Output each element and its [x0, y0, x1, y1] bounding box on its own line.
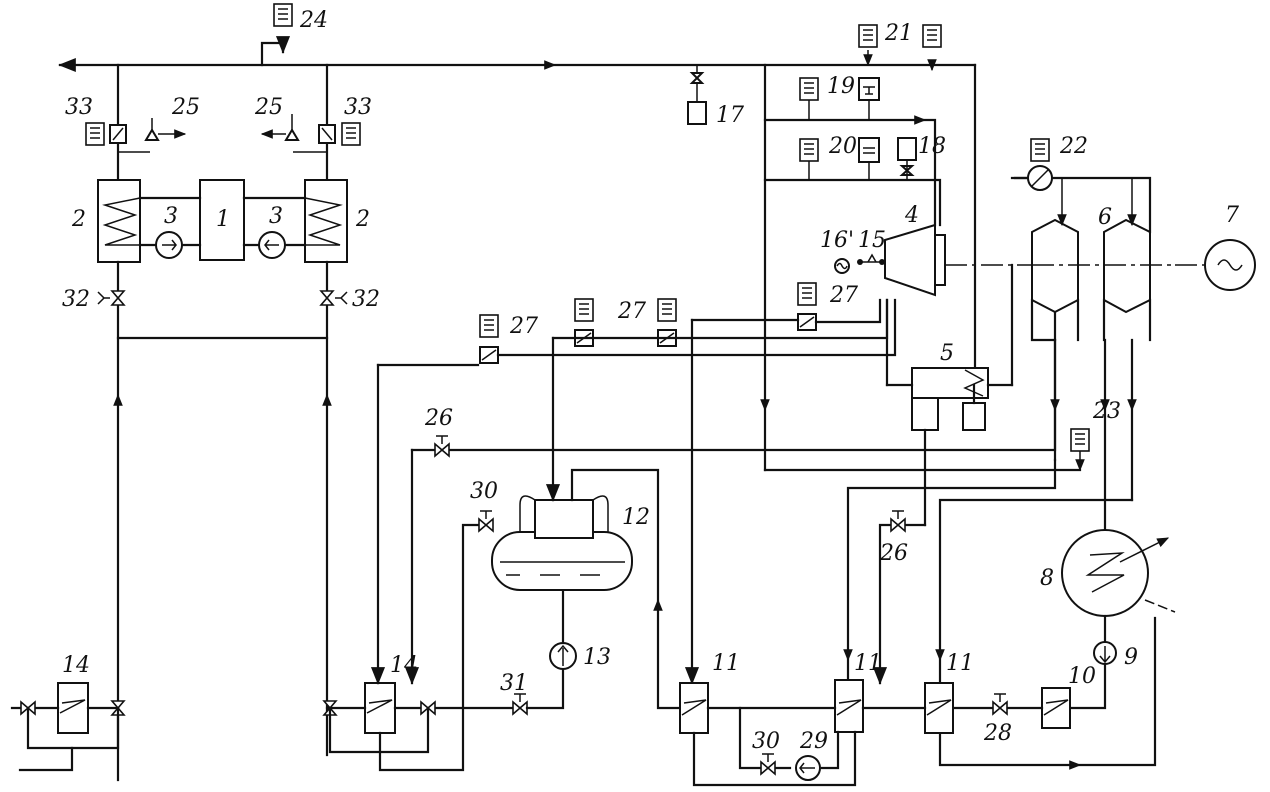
label-4: 4	[904, 203, 919, 228]
heater-10	[1041, 687, 1071, 729]
label-23: 23	[1092, 399, 1121, 424]
generator-7	[1204, 239, 1256, 291]
turbine-hp-4	[884, 223, 946, 297]
valve-17	[687, 65, 707, 125]
turbine-steam-lines	[760, 50, 977, 472]
valve-27-left	[479, 314, 499, 364]
heater-11-left	[679, 682, 709, 734]
valve-22	[1027, 138, 1053, 191]
label-16: 16'	[820, 228, 854, 253]
label-32-right: 32	[352, 287, 380, 312]
label-18: 18	[918, 134, 946, 159]
label-22: 22	[1059, 134, 1088, 159]
valve-33-right	[318, 122, 361, 146]
condenser-8	[1061, 529, 1176, 617]
valve-32-right	[320, 290, 334, 306]
valve-26-upper	[434, 443, 450, 457]
label-27-mid: 27	[617, 299, 646, 324]
valve-30-upper	[478, 518, 494, 532]
valve-32-left-handle	[97, 291, 110, 305]
heater-14-center	[323, 523, 522, 772]
label-11-middle: 11	[854, 651, 882, 676]
sensor-15	[857, 253, 885, 265]
actuator-19	[799, 77, 880, 120]
deaerator-12	[491, 495, 633, 591]
valve-28	[992, 701, 1008, 715]
actuator-23	[1070, 428, 1090, 472]
label-33-right: 33	[344, 95, 372, 120]
label-24: 24	[299, 8, 328, 33]
label-30-lower: 30	[752, 729, 780, 754]
pump-13	[549, 642, 577, 670]
label-26-lower: 26	[879, 541, 908, 566]
heater-14-left	[10, 682, 125, 772]
pump-29	[795, 755, 821, 781]
label-8: 8	[1040, 566, 1054, 591]
label-14-left: 14	[62, 653, 90, 678]
main-header-line	[58, 36, 977, 182]
sensor-16	[834, 258, 850, 274]
label-19: 19	[827, 74, 855, 99]
label-6: 6	[1098, 205, 1112, 230]
valve-31	[512, 701, 528, 715]
valve-27-right	[797, 282, 817, 331]
primary-loop-lines	[138, 196, 307, 247]
safety-valve-25-right	[260, 114, 327, 153]
steam-generator-right	[304, 179, 348, 263]
valve-26-lower	[890, 518, 906, 532]
lp-extraction-lines	[763, 338, 1137, 685]
label-12: 12	[622, 505, 650, 530]
label-29: 29	[799, 729, 828, 754]
heater-11-right	[924, 682, 954, 734]
label-33-left: 33	[65, 95, 93, 120]
pump-3-right	[258, 231, 286, 259]
label-2-left: 2	[71, 207, 86, 232]
label-5: 5	[940, 341, 954, 366]
label-11-right: 11	[946, 651, 974, 676]
pump-3-left	[155, 231, 183, 259]
safety-valve-25-left	[118, 118, 187, 153]
label-1: 1	[216, 207, 230, 232]
steam-generator-left	[97, 179, 141, 263]
label-25-left: 25	[171, 95, 200, 120]
label-30-upper: 30	[470, 479, 498, 504]
label-27-right: 27	[829, 283, 858, 308]
actuator-20	[799, 137, 880, 180]
label-14-center: 14	[390, 653, 418, 678]
pump-9	[1093, 641, 1117, 665]
label-9: 9	[1124, 645, 1138, 670]
valve-32-left	[111, 290, 125, 306]
valve-32-right-handle	[335, 291, 348, 305]
label-3-left: 3	[164, 204, 178, 229]
label-2-right: 2	[355, 207, 370, 232]
actuator-24	[273, 3, 293, 27]
label-25-right: 25	[254, 95, 283, 120]
label-31: 31	[500, 671, 528, 696]
label-17: 17	[716, 103, 744, 128]
label-11-left: 11	[712, 651, 740, 676]
label-13: 13	[583, 645, 611, 670]
label-32-left: 32	[62, 287, 90, 312]
label-21: 21	[884, 21, 913, 46]
label-26-upper: 26	[424, 406, 453, 431]
label-7: 7	[1225, 203, 1239, 228]
reactor-1	[199, 179, 245, 261]
separator-reheater-5	[885, 263, 1014, 527]
valve-30-lower	[760, 761, 776, 775]
turbine-lp-6	[1010, 176, 1175, 342]
label-10: 10	[1068, 664, 1096, 689]
label-15: 15	[858, 228, 886, 253]
label-20: 20	[828, 134, 857, 159]
heater-11-middle	[834, 679, 864, 733]
valve-33-left	[85, 122, 127, 146]
label-27-left: 27	[509, 314, 538, 339]
label-28: 28	[983, 721, 1012, 746]
label-3-right: 3	[269, 204, 283, 229]
valve-18	[897, 137, 917, 180]
deaerator-outlet	[570, 468, 682, 710]
